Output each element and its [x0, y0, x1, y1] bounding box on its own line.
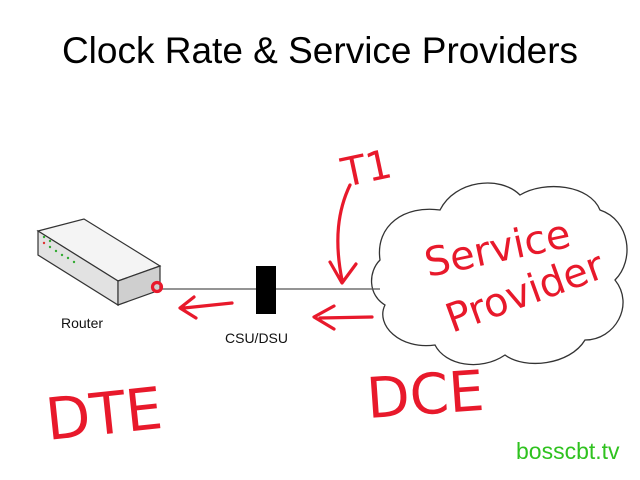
arrow-to-router-ink	[178, 295, 234, 320]
csu-dsu-device	[256, 266, 276, 314]
router-icon	[36, 218, 162, 307]
dte-ink-text: DTE	[42, 374, 165, 454]
watermark-logo: bosscbt.tv	[516, 438, 620, 464]
port-circle-ink	[150, 280, 164, 294]
slide-title: Clock Rate & Service Providers	[61, 30, 579, 71]
dce-ink-text: DCE	[364, 359, 486, 432]
t1-arrow-ink	[328, 183, 358, 285]
cloud-shape	[370, 182, 628, 366]
csu-dsu-label: CSU/DSU	[225, 330, 289, 346]
ink-annotations	[150, 183, 374, 331]
router-label: Router	[61, 315, 104, 331]
t1-ink-text: T1	[337, 141, 396, 197]
arrow-to-csu-ink	[312, 304, 374, 331]
